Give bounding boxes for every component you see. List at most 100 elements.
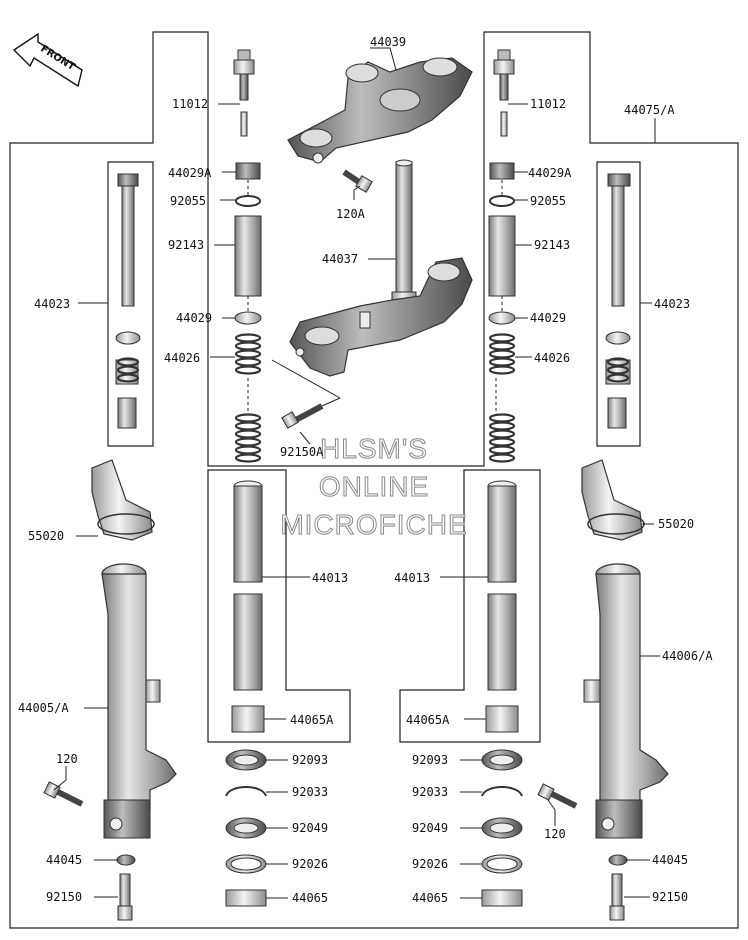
callout-92093-right: 92093 (412, 753, 448, 767)
callout-44045-right: 44045 (652, 853, 688, 867)
left-fork-internals (233, 49, 262, 414)
callout-92026-right: 92026 (412, 857, 448, 871)
spring-coil (234, 349, 262, 359)
spring-coil (488, 429, 516, 439)
right-spring-upper (488, 333, 516, 375)
callout-92150-right: 92150 (652, 890, 688, 904)
right-spring-lower (488, 413, 516, 463)
callout-92143-right: 92143 (534, 238, 570, 252)
left-bottom-parts (43, 781, 136, 921)
callout-44065A-left: 44065A (290, 713, 334, 727)
spring-coil (234, 413, 262, 423)
spring-coil (234, 341, 262, 351)
callout-92150-left: 92150 (46, 890, 82, 904)
right-fork-leg (583, 563, 669, 839)
callout-44045-left: 44045 (46, 853, 82, 867)
watermark-line-3: MICROFICHE (280, 509, 467, 540)
left-fork-leg (101, 563, 177, 839)
callout-92093-left: 92093 (292, 753, 328, 767)
callout-11012-left: 11012 (172, 97, 208, 111)
bolt-120A (342, 169, 373, 193)
callout-44013-left: 44013 (312, 571, 348, 585)
callout-92026-left: 92026 (292, 857, 328, 871)
left-spring-lower (234, 413, 262, 463)
left-inner-tube (231, 480, 265, 733)
left-fork-guard (91, 459, 155, 541)
bolt-92150A (271, 359, 341, 429)
right-inner-tube (485, 480, 519, 733)
callout-44065-right: 44065 (412, 891, 448, 905)
callout-92150A: 92150A (280, 445, 324, 459)
spring-coil (488, 349, 516, 359)
spring-coil (488, 333, 516, 343)
callout-92033-right: 92033 (412, 785, 448, 799)
callout-labels: 44039 11012 11012 44075/A 44029A 44029A … (18, 35, 713, 905)
callout-44039: 44039 (370, 35, 406, 49)
spring-coil (488, 437, 516, 447)
spring-coil (488, 413, 516, 423)
spring-coil (234, 421, 262, 431)
callout-44005: 44005/A (18, 701, 69, 715)
right-bottom-parts (537, 783, 628, 921)
right-fork-internals (488, 49, 516, 414)
front-arrow-icon: FRONT (12, 32, 83, 88)
callout-44037: 44037 (322, 252, 358, 266)
callout-11012-right: 11012 (530, 97, 566, 111)
leader-lines (53, 47, 660, 899)
callout-44023-left: 44023 (34, 297, 70, 311)
left-seal-stack (225, 749, 267, 907)
watermark: HLSM'S ONLINE MICROFICHE (280, 433, 467, 541)
callout-44029A-right: 44029A (528, 166, 572, 180)
callout-120A: 120A (336, 207, 366, 221)
callout-92049-left: 92049 (292, 821, 328, 835)
callout-44023-right: 44023 (654, 297, 690, 311)
callout-55020-left: 55020 (28, 529, 64, 543)
callout-44029-left: 44029 (176, 311, 212, 325)
spring-coil (116, 373, 140, 383)
right-seal-stack (481, 749, 523, 907)
callout-44065-left: 44065 (292, 891, 328, 905)
spring-coil (234, 365, 262, 375)
watermark-line-1: HLSM'S (320, 433, 428, 464)
callout-92055-right: 92055 (530, 194, 566, 208)
spring-coil (488, 365, 516, 375)
spring-coil (234, 429, 262, 439)
right-damper-group (605, 173, 631, 429)
callout-44013-right: 44013 (394, 571, 430, 585)
callout-92055-left: 92055 (170, 194, 206, 208)
lower-triple-clamp (289, 257, 473, 377)
callout-92033-left: 92033 (292, 785, 328, 799)
callout-120-right: 120 (544, 827, 566, 841)
spring-coil (488, 453, 516, 463)
watermark-line-2: ONLINE (319, 471, 429, 502)
left-spring-upper (234, 333, 262, 375)
spring-coil (488, 341, 516, 351)
callout-120-left: 120 (56, 752, 78, 766)
callout-44075: 44075/A (624, 103, 675, 117)
spring-coil (488, 421, 516, 431)
callout-44026-right: 44026 (534, 351, 570, 365)
callout-55020-right: 55020 (658, 517, 694, 531)
steering-stem (391, 159, 417, 313)
upper-triple-clamp (287, 57, 473, 164)
spring-coil (488, 445, 516, 455)
left-damper-group (115, 173, 141, 429)
callout-44029A-left: 44029A (168, 166, 212, 180)
callout-44006: 44006/A (662, 649, 713, 663)
spring-coil (234, 445, 262, 455)
spring-coil (606, 373, 630, 383)
spring-coil (234, 453, 262, 463)
callout-92143-left: 92143 (168, 238, 204, 252)
spring-coil (488, 357, 516, 367)
callout-44029-right: 44029 (530, 311, 566, 325)
callout-92049-right: 92049 (412, 821, 448, 835)
assembly-frame (9, 31, 739, 929)
callout-44065A-right: 44065A (406, 713, 450, 727)
right-fork-guard (581, 459, 645, 541)
spring-coil (234, 437, 262, 447)
spring-coil (234, 357, 262, 367)
callout-44026-left: 44026 (164, 351, 200, 365)
spring-coil (234, 333, 262, 343)
